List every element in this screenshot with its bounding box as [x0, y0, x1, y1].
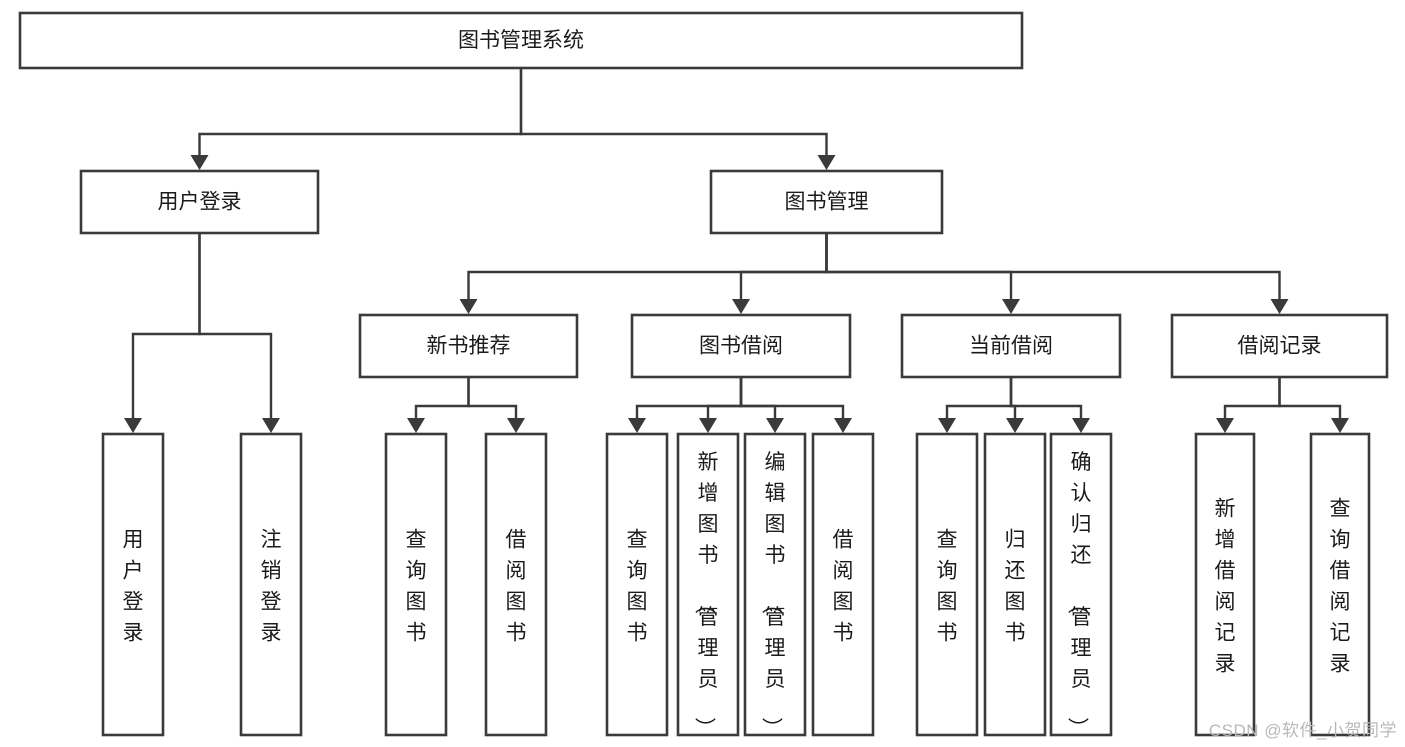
node-label-current-confirm-return: 确认归还（管理员）: [1066, 451, 1092, 738]
arrow-head-icon: [262, 418, 280, 433]
node-label-current-return-book: 归还图书: [1005, 529, 1026, 645]
arrow-head-icon: [834, 418, 852, 433]
node-box-current-query-book[interactable]: [915, 432, 979, 737]
arrow-head-icon: [124, 418, 142, 433]
connector-user-login-to-user-logout: [198, 233, 280, 433]
node-label-borrow-add-book: 新增图书（管理员）: [693, 451, 719, 738]
connector-book-manage-to-current-borrow: [825, 233, 1020, 314]
connector-book-manage-to-borrow-record: [825, 233, 1289, 314]
arrow-head-icon: [1331, 418, 1349, 433]
arrow-head-icon: [1216, 418, 1234, 433]
node-box-root[interactable]: [18, 11, 1024, 70]
node-label-user-login: 用户登录: [158, 191, 242, 214]
node-current-confirm-return[interactable]: 确认归还（管理员）: [1049, 432, 1113, 738]
arrow-head-icon: [507, 418, 525, 433]
node-box-user-login-do[interactable]: [101, 432, 165, 737]
arrow-head-icon: [938, 418, 956, 433]
node-label-new-book-recommend: 新书推荐: [427, 335, 511, 358]
connector-new-book-recommend-to-recommend-query-book: [407, 377, 470, 433]
node-user-logout[interactable]: 注销登录: [239, 432, 303, 737]
arrow-head-icon: [190, 155, 209, 170]
node-label-current-query-book: 查询图书: [937, 529, 958, 645]
node-user-login[interactable]: 用户登录: [79, 169, 320, 235]
node-label-recommend-borrow-book: 借阅图书: [506, 529, 527, 645]
csdn-watermark: CSDN @软件_小贺同学: [1208, 721, 1397, 740]
node-label-current-borrow: 当前借阅: [969, 335, 1053, 358]
edge-layer: [124, 68, 1349, 433]
arrow-head-icon: [817, 155, 836, 170]
node-label-record-query: 查询借阅记录: [1330, 498, 1351, 676]
node-borrow-edit-book[interactable]: 编辑图书（管理员）: [743, 432, 807, 738]
connector-book-borrow-to-borrow-borrow-book: [739, 377, 852, 433]
node-box-book-manage[interactable]: [709, 169, 944, 235]
node-borrow-borrow-book[interactable]: 借阅图书: [811, 432, 875, 737]
connector-root-to-user-login: [190, 68, 523, 170]
connector-current-borrow-to-current-query-book: [938, 377, 1013, 433]
node-box-recommend-query-book[interactable]: [384, 432, 448, 737]
node-label-root: 图书管理系统: [458, 29, 584, 52]
connector-book-manage-to-new-book-recommend: [459, 233, 828, 314]
connector-borrow-record-to-record-add: [1216, 377, 1281, 433]
node-label-borrow-query-book: 查询图书: [627, 529, 648, 645]
node-current-query-book[interactable]: 查询图书: [915, 432, 979, 737]
node-label-user-logout: 注销登录: [261, 529, 282, 645]
node-borrow-query-book[interactable]: 查询图书: [605, 432, 669, 737]
node-box-record-query[interactable]: [1309, 432, 1371, 737]
node-user-login-do[interactable]: 用户登录: [101, 432, 165, 737]
arrow-head-icon: [699, 418, 717, 433]
connector-user-login-to-user-login-do: [124, 233, 201, 433]
arrow-head-icon: [1072, 418, 1090, 433]
node-recommend-borrow-book[interactable]: 借阅图书: [484, 432, 548, 737]
node-box-record-add[interactable]: [1194, 432, 1256, 737]
connector-book-manage-to-book-borrow: [732, 233, 828, 314]
node-borrow-add-book[interactable]: 新增图书（管理员）: [676, 432, 740, 738]
node-box-borrow-edit-book[interactable]: [743, 432, 807, 737]
node-current-borrow[interactable]: 当前借阅: [900, 313, 1122, 379]
arrow-head-icon: [628, 418, 646, 433]
connector-borrow-record-to-record-query: [1278, 377, 1349, 433]
connector-new-book-recommend-to-recommend-borrow-book: [467, 377, 525, 433]
arrow-head-icon: [459, 299, 478, 314]
node-box-borrow-query-book[interactable]: [605, 432, 669, 737]
node-book-manage[interactable]: 图书管理: [709, 169, 944, 235]
node-box-current-borrow[interactable]: [900, 313, 1122, 379]
arrow-head-icon: [1002, 299, 1020, 314]
node-label-recommend-query-book: 查询图书: [406, 529, 427, 645]
arrow-head-icon: [1006, 418, 1024, 433]
node-borrow-record[interactable]: 借阅记录: [1170, 313, 1389, 379]
node-label-borrow-borrow-book: 借阅图书: [833, 529, 854, 645]
node-box-borrow-add-book[interactable]: [676, 432, 740, 737]
node-box-current-confirm-return[interactable]: [1049, 432, 1113, 737]
arrow-head-icon: [407, 418, 425, 433]
node-box-user-logout[interactable]: [239, 432, 303, 737]
node-book-borrow[interactable]: 图书借阅: [630, 313, 852, 379]
arrow-head-icon: [732, 299, 750, 314]
node-box-recommend-borrow-book[interactable]: [484, 432, 548, 737]
node-layer: 图书管理系统用户登录用户登录注销登录图书管理新书推荐查询图书借阅图书图书借阅查询…: [18, 11, 1389, 738]
connector-current-borrow-to-current-confirm-return: [1009, 377, 1090, 433]
node-record-add[interactable]: 新增借阅记录: [1194, 432, 1256, 737]
node-recommend-query-book[interactable]: 查询图书: [384, 432, 448, 737]
node-box-book-borrow[interactable]: [630, 313, 852, 379]
node-label-user-login-do: 用户登录: [123, 529, 144, 645]
node-label-borrow-record: 借阅记录: [1238, 335, 1322, 358]
node-record-query[interactable]: 查询借阅记录: [1309, 432, 1371, 737]
node-box-borrow-borrow-book[interactable]: [811, 432, 875, 737]
node-label-borrow-edit-book: 编辑图书（管理员）: [760, 451, 786, 738]
node-new-book-recommend[interactable]: 新书推荐: [358, 313, 579, 379]
node-box-new-book-recommend[interactable]: [358, 313, 579, 379]
arrow-head-icon: [1270, 299, 1289, 314]
node-label-record-add: 新增借阅记录: [1215, 498, 1236, 676]
node-box-borrow-record[interactable]: [1170, 313, 1389, 379]
connector-root-to-book-manage: [519, 68, 836, 170]
node-label-book-manage: 图书管理: [785, 191, 869, 214]
node-box-user-login[interactable]: [79, 169, 320, 235]
node-current-return-book[interactable]: 归还图书: [983, 432, 1047, 737]
node-box-current-return-book[interactable]: [983, 432, 1047, 737]
arrow-head-icon: [766, 418, 784, 433]
node-label-book-borrow: 图书借阅: [699, 335, 783, 358]
node-root[interactable]: 图书管理系统: [18, 11, 1024, 70]
